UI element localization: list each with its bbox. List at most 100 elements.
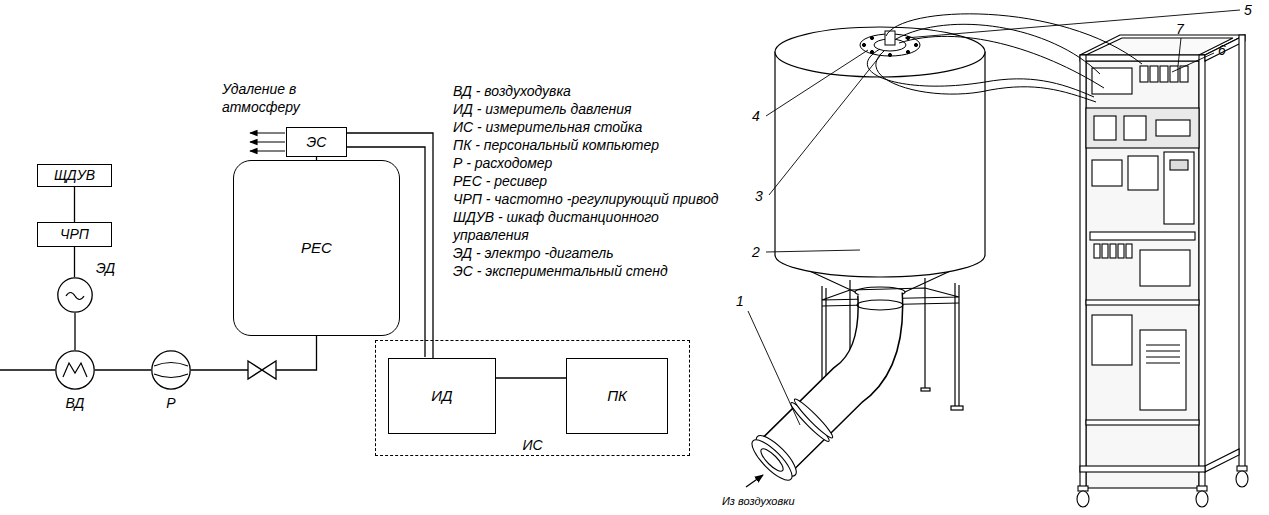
legend-line: ЭС - экспериментальный стенд bbox=[453, 262, 668, 280]
exhaust-arrows bbox=[250, 133, 285, 151]
inflow-arrow bbox=[746, 475, 763, 487]
contactor bbox=[1128, 156, 1158, 190]
exhaust-note: Удаление в атмосферу bbox=[222, 80, 306, 116]
symbol-mark bbox=[63, 363, 87, 377]
frequency-drive bbox=[1164, 152, 1194, 224]
breaker bbox=[1092, 160, 1122, 186]
wheel-fork bbox=[1078, 486, 1088, 491]
cabinet-post bbox=[1239, 35, 1245, 468]
relay bbox=[1140, 66, 1148, 82]
signal-cables bbox=[867, 14, 1142, 102]
pipe-flange bbox=[857, 300, 903, 310]
mounting-plate bbox=[1086, 61, 1199, 488]
callout-number: 7 bbox=[1176, 20, 1184, 38]
din-rail bbox=[1090, 232, 1195, 240]
drive-box: ЧРП bbox=[37, 222, 112, 247]
stand-foot bbox=[921, 388, 930, 391]
leader-line bbox=[766, 250, 860, 252]
callout-number: 4 bbox=[752, 107, 760, 125]
connector-line bbox=[95, 369, 151, 370]
legend-line: ВД - воздуходувка bbox=[453, 82, 571, 100]
leader-line bbox=[748, 311, 800, 425]
circle-border bbox=[152, 351, 190, 389]
relay bbox=[1180, 66, 1188, 82]
front-panel bbox=[1086, 108, 1199, 148]
leader-line bbox=[905, 10, 1240, 38]
leader-line bbox=[769, 56, 880, 195]
relay bbox=[1160, 66, 1168, 82]
measuring-rack-group: ИС ИД ПК bbox=[375, 340, 690, 456]
flowmeter-symbol: Р bbox=[151, 350, 191, 390]
cable bbox=[876, 51, 1096, 102]
relay bbox=[1150, 66, 1158, 82]
panel-meter bbox=[1124, 116, 1146, 140]
vent bbox=[1146, 362, 1180, 363]
valve-symbol bbox=[248, 361, 276, 379]
exhaust-arrow bbox=[250, 150, 285, 151]
legend-line: ШДУВ - шкаф дистанционного управления bbox=[453, 208, 685, 244]
node-label: Р bbox=[166, 395, 175, 411]
control-cabinet bbox=[1077, 35, 1248, 507]
air-inlet-line bbox=[0, 369, 55, 370]
stand-leg bbox=[954, 283, 955, 408]
callout-number: 3 bbox=[755, 187, 763, 205]
node-label: ПК bbox=[607, 387, 627, 404]
callout-number: 5 bbox=[1244, 1, 1252, 19]
test-stand-box: ЭС bbox=[286, 127, 347, 157]
leader-line bbox=[766, 50, 868, 116]
pressure-meter-box: ИД bbox=[388, 358, 496, 434]
terminal bbox=[1110, 244, 1116, 258]
callout-number: 6 bbox=[1218, 41, 1226, 59]
vent bbox=[1146, 356, 1180, 357]
sensor bbox=[885, 31, 895, 45]
terminal bbox=[1094, 244, 1100, 258]
connector-line bbox=[74, 313, 75, 350]
exhaust-arrow bbox=[250, 141, 285, 142]
flange-ring bbox=[792, 396, 836, 440]
inflow-note: Из воздуховки bbox=[722, 495, 795, 508]
callout-number: 2 bbox=[752, 243, 760, 261]
circle-outline bbox=[55, 350, 95, 390]
node-label: ИС bbox=[376, 437, 689, 453]
relay bbox=[1170, 66, 1178, 82]
bottom-rail bbox=[1080, 466, 1205, 472]
inlet-ring bbox=[747, 434, 798, 485]
pipe-inlet bbox=[747, 430, 802, 485]
receiver-box: РЕС bbox=[233, 160, 400, 336]
computer-unit bbox=[1140, 330, 1186, 410]
stand-leg bbox=[924, 278, 925, 390]
panel-display bbox=[1156, 120, 1190, 136]
legend-line: Р - расходомер bbox=[453, 154, 552, 172]
vent bbox=[1146, 350, 1180, 351]
wheel-fork bbox=[1237, 466, 1247, 471]
computer-box: ПК bbox=[566, 358, 668, 434]
top-rail bbox=[1080, 55, 1205, 61]
stand-foot bbox=[951, 406, 963, 410]
pipe-flange bbox=[788, 396, 835, 444]
inlet-bore bbox=[758, 446, 786, 474]
terminal bbox=[1126, 244, 1132, 258]
node-label: ЭД bbox=[96, 260, 115, 276]
cable bbox=[867, 49, 1094, 97]
leader-line bbox=[1178, 38, 1181, 66]
inlet-pipe bbox=[746, 293, 903, 487]
motor-symbol: ЭД bbox=[57, 277, 93, 313]
bolt bbox=[888, 53, 891, 56]
terminal bbox=[1118, 244, 1124, 258]
bolt bbox=[914, 43, 917, 46]
node-label: ВД bbox=[66, 395, 85, 411]
terminal bbox=[1102, 244, 1108, 258]
cable bbox=[896, 24, 1100, 74]
wheel bbox=[1196, 491, 1208, 507]
bolt bbox=[870, 36, 873, 39]
cabinet-post bbox=[1199, 55, 1205, 488]
tank-top bbox=[775, 27, 985, 77]
legend-line: ЭД - электро -дигатель bbox=[453, 244, 614, 262]
legend-line: РЕС - ресивер bbox=[453, 172, 547, 190]
circle-outline bbox=[151, 350, 191, 390]
panel-meter bbox=[1094, 116, 1116, 140]
flange-ring bbox=[788, 400, 832, 444]
